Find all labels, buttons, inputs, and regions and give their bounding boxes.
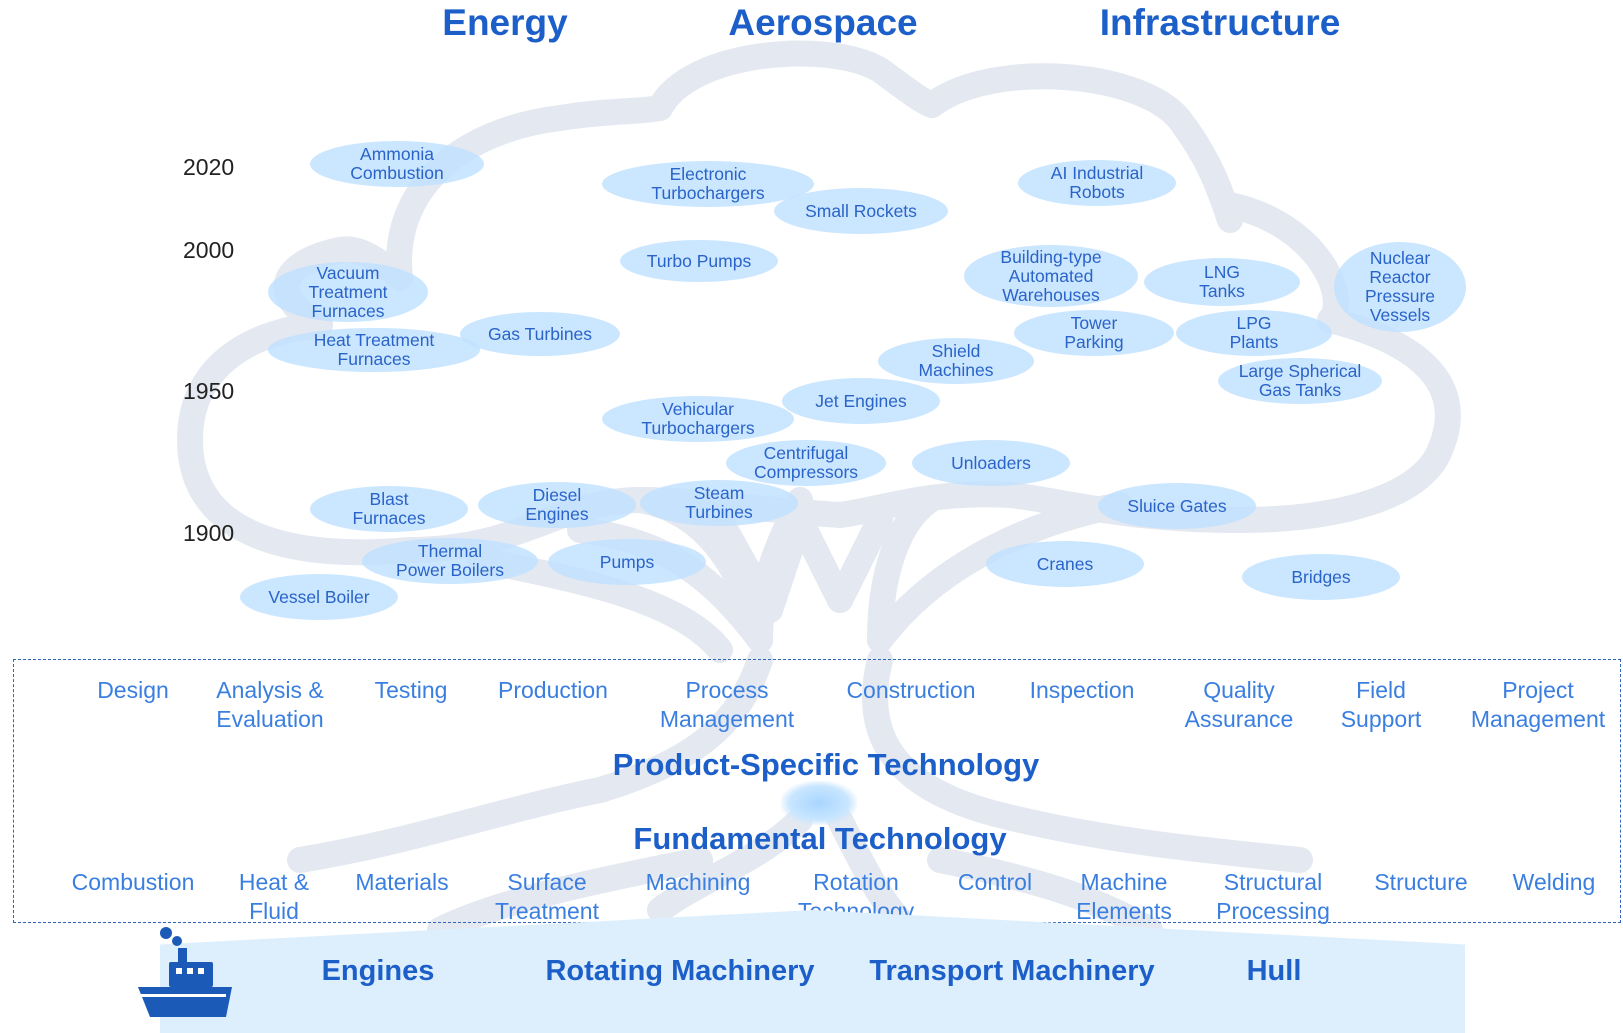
base-label-rotating-machinery: Rotating Machinery (545, 955, 815, 987)
year-label: 2000 (183, 237, 235, 263)
product-node: LNG Tanks (1144, 258, 1300, 306)
product-tech-label: Field Support (1340, 677, 1422, 732)
product-node: Small Rockets (774, 188, 948, 234)
fundamental-tech-label: Heat & Fluid (238, 869, 310, 924)
base-label-hull: Hull (1246, 955, 1302, 987)
base-label-transport-machinery: Transport Machinery (869, 955, 1155, 987)
category-energy: Energy (442, 2, 568, 43)
product-tech-label: Production (498, 677, 608, 703)
product-specific-heading: Product-Specific Technology (612, 747, 1040, 782)
product-node: Turbo Pumps (620, 240, 778, 282)
product-node: Vessel Boiler (240, 574, 398, 620)
product-node: Shield Machines (878, 338, 1034, 384)
product-node: Diesel Engines (478, 482, 636, 528)
year-label: 1900 (183, 520, 235, 546)
product-node: Unloaders (912, 440, 1070, 486)
fundamental-tech-label: Surface Treatment (495, 869, 599, 924)
product-node: Cranes (986, 541, 1144, 587)
fundamental-tech-label: Structural Processing (1216, 869, 1330, 924)
category-aerospace: Aerospace (728, 2, 918, 43)
product-node: Centrifugal Compressors (726, 440, 886, 486)
product-tech-label: Quality Assurance (1184, 677, 1294, 732)
fundamental-heading: Fundamental Technology (633, 821, 1007, 856)
product-node: Nuclear Reactor Pressure Vessels (1334, 242, 1466, 332)
product-node: Building-type Automated Warehouses (964, 245, 1138, 307)
product-node: Vehicular Turbochargers (602, 396, 794, 442)
fundamental-tech-label: Welding (1512, 869, 1596, 895)
product-tech-label: Construction (846, 677, 976, 703)
product-node: Blast Furnaces (310, 486, 468, 532)
product-tech-label: Process Management (659, 677, 795, 732)
product-node: Jet Engines (782, 378, 940, 424)
fundamental-tech-label: Machining (645, 869, 751, 895)
product-node: Electronic Turbochargers (602, 161, 814, 207)
year-label: 1950 (183, 378, 235, 404)
category-infrastructure: Infrastructure (1099, 2, 1341, 43)
diamond-glow (781, 781, 857, 825)
product-tech-label: Testing (374, 677, 448, 703)
product-node: Gas Turbines (460, 312, 620, 356)
year-label: 2020 (183, 154, 235, 180)
fundamental-tech-label: Machine Elements (1076, 869, 1172, 924)
product-node: Sluice Gates (1098, 483, 1256, 529)
product-node: AI Industrial Robots (1018, 160, 1176, 206)
product-node: Bridges (1242, 554, 1400, 600)
product-node: Steam Turbines (640, 480, 798, 526)
product-node: Large Spherical Gas Tanks (1218, 358, 1382, 404)
product-node: Thermal Power Boilers (362, 538, 538, 584)
product-node: Pumps (548, 539, 706, 585)
product-tech-label: Inspection (1029, 677, 1135, 703)
ship-icon (138, 927, 232, 1017)
product-node: Vacuum Treatment Furnaces (268, 262, 428, 322)
product-node: Heat Treatment Furnaces (268, 328, 480, 372)
product-tech-label: Project Management (1470, 677, 1606, 732)
product-tech-label: Analysis & Evaluation (216, 677, 324, 732)
product-tech-label: Design (97, 677, 169, 703)
base-label-engines: Engines (321, 955, 435, 987)
fundamental-tech-label: Control (957, 869, 1033, 895)
fundamental-tech-label: Structure (1374, 869, 1468, 895)
product-node: Tower Parking (1014, 310, 1174, 356)
product-node: LPG Plants (1176, 310, 1332, 356)
fundamental-tech-label: Materials (355, 869, 449, 895)
product-node: Ammonia Combustion (310, 141, 484, 187)
fundamental-tech-label: Combustion (71, 869, 195, 895)
